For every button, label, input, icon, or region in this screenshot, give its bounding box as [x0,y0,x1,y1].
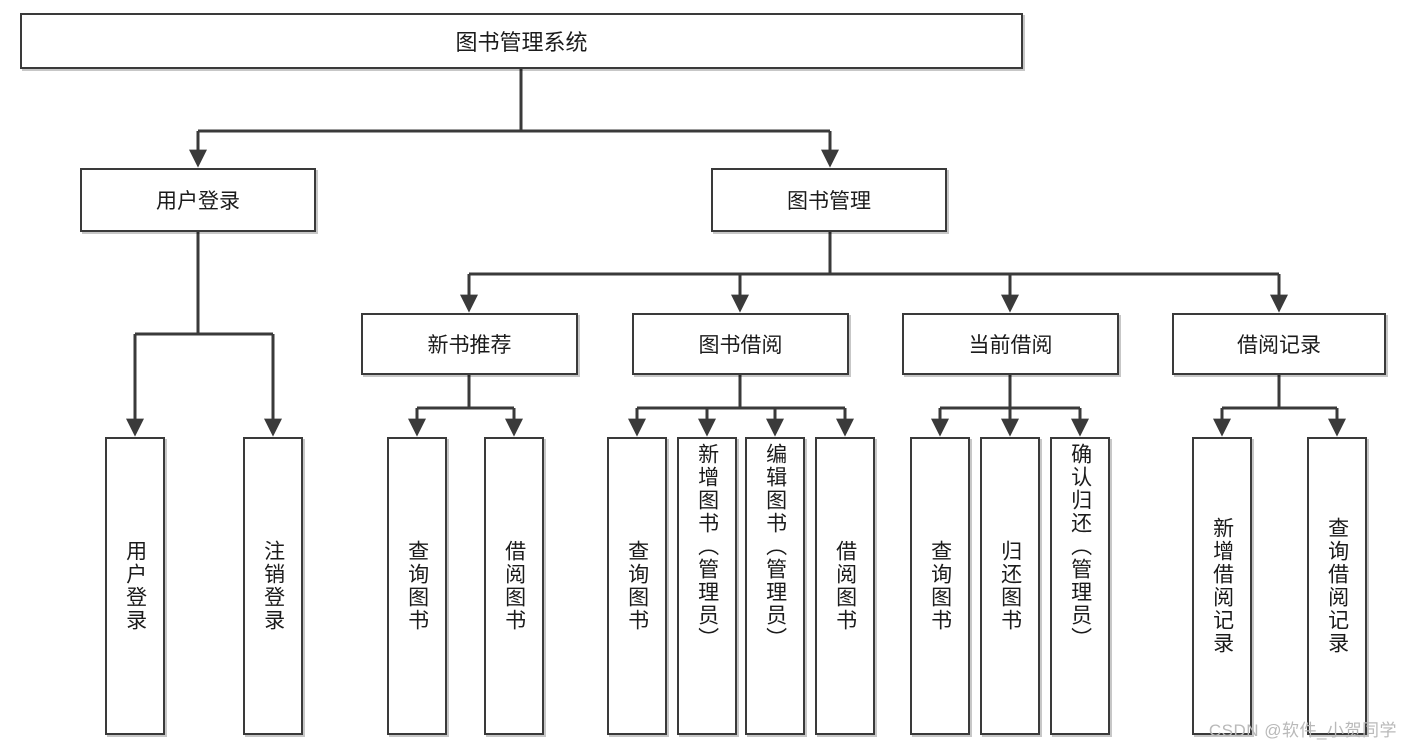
leaf-borrow-add-book-admin[interactable]: 新增图书（管理员） [677,437,737,735]
node-book-management[interactable]: 图书管理 [711,168,947,232]
leaf-user-login-logout[interactable]: 注销登录 [243,437,303,735]
leaf-label: 新增图书（管理员） [695,443,719,650]
leaf-label: 新增借阅记录 [1210,517,1234,655]
leaf-current-confirm-return-admin[interactable]: 确认归还（管理员） [1050,437,1110,735]
leaf-borrow-edit-book-admin[interactable]: 编辑图书（管理员） [745,437,805,735]
leaf-label: 用户登录 [123,540,147,632]
leaf-label: 查询图书 [928,540,952,632]
leaf-label: 归还图书 [998,540,1022,632]
node-root-system[interactable]: 图书管理系统 [20,13,1023,69]
leaf-user-login-login[interactable]: 用户登录 [105,437,165,735]
leaf-label: 查询图书 [625,540,649,632]
node-borrow-record[interactable]: 借阅记录 [1172,313,1386,375]
leaf-label: 查询图书 [405,540,429,632]
leaf-label: 注销登录 [261,540,285,632]
leaf-borrow-borrow-book[interactable]: 借阅图书 [815,437,875,735]
leaf-current-query-book[interactable]: 查询图书 [910,437,970,735]
leaf-recommend-borrow-book[interactable]: 借阅图书 [484,437,544,735]
leaf-label: 查询借阅记录 [1325,517,1349,655]
node-current-borrow[interactable]: 当前借阅 [902,313,1119,375]
leaf-recommend-query-book[interactable]: 查询图书 [387,437,447,735]
leaf-label: 借阅图书 [833,540,857,632]
leaf-label: 确认归还（管理员） [1068,443,1092,650]
node-user-login[interactable]: 用户登录 [80,168,316,232]
leaf-record-query-record[interactable]: 查询借阅记录 [1307,437,1367,735]
leaf-label: 编辑图书（管理员） [763,443,787,650]
node-new-book-recommend[interactable]: 新书推荐 [361,313,578,375]
leaf-current-return-book[interactable]: 归还图书 [980,437,1040,735]
leaf-record-add-record[interactable]: 新增借阅记录 [1192,437,1252,735]
node-book-borrow[interactable]: 图书借阅 [632,313,849,375]
leaf-label: 借阅图书 [502,540,526,632]
leaf-borrow-query-book[interactable]: 查询图书 [607,437,667,735]
